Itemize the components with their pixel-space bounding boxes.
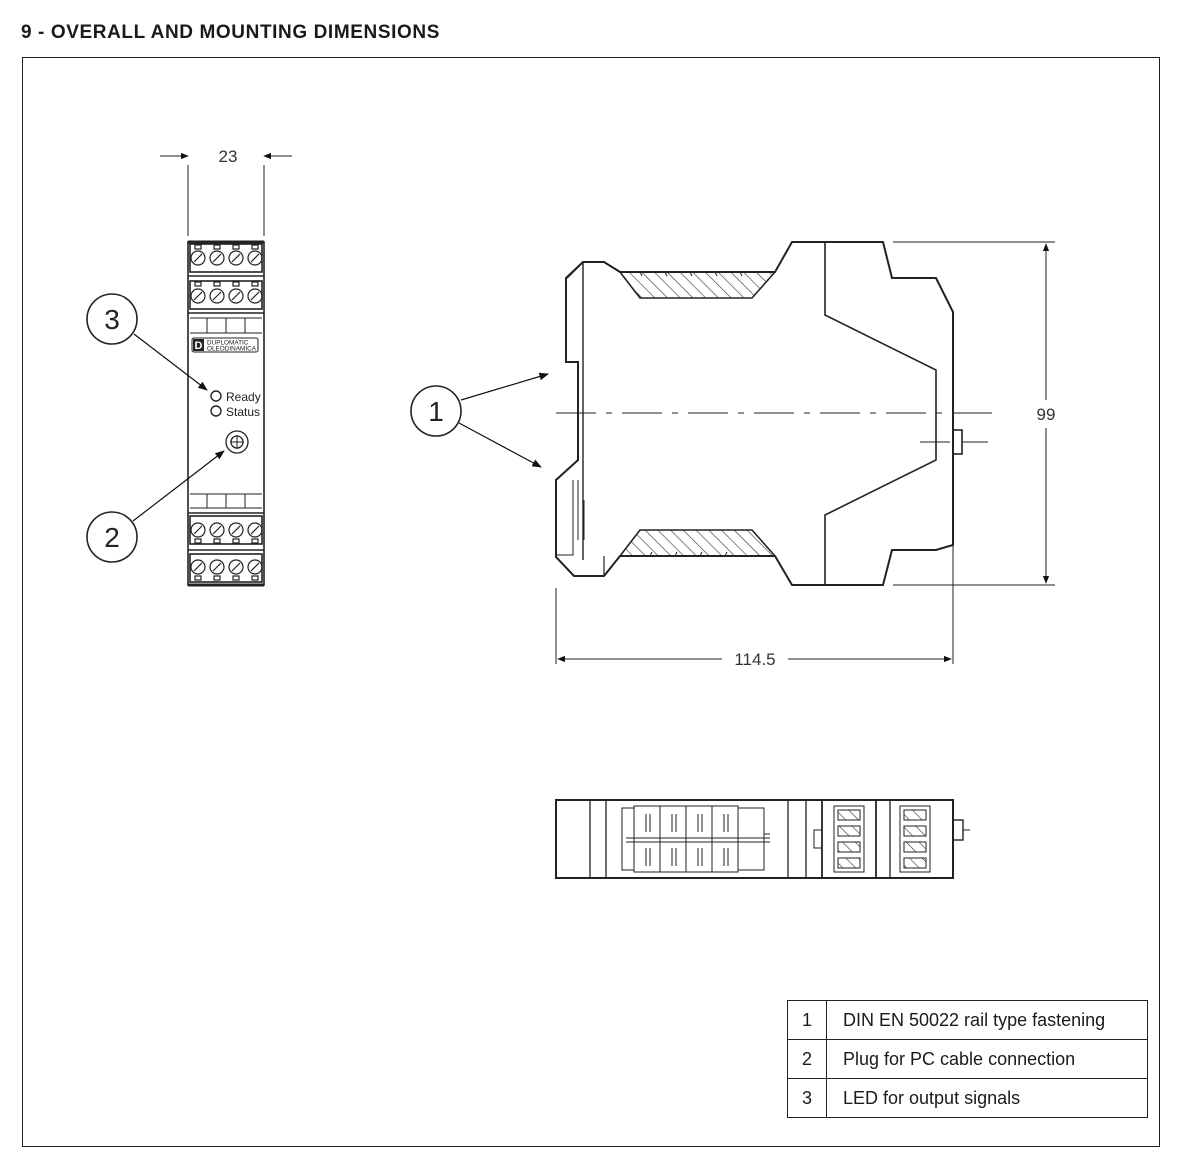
callout-2: 2 <box>86 450 225 563</box>
height-dimension <box>893 241 1055 586</box>
callout-3-number: 3 <box>104 304 120 335</box>
top-view <box>555 799 970 879</box>
front-view: 23 <box>160 147 292 587</box>
callout-1-number: 1 <box>428 396 444 427</box>
ready-label: Ready <box>226 390 261 404</box>
top-plug-icon <box>952 819 964 841</box>
vent-bottom <box>620 530 775 556</box>
brand-line-1: DUPLOMATIC <box>207 340 249 347</box>
width-label: 23 <box>219 147 238 166</box>
screw-terminal-stack-2 <box>899 805 931 873</box>
width-dimension <box>160 152 292 236</box>
logo-letter: D <box>195 340 203 352</box>
depth-label: 114.5 <box>734 650 775 669</box>
comb-terminals <box>621 805 770 873</box>
ready-led-icon <box>210 390 222 402</box>
brand-line-2: OLEODINAMICA <box>207 346 257 353</box>
top-body-outline <box>555 799 954 879</box>
callout-1: 1 <box>410 372 549 468</box>
legend-description: Plug for PC cable connection <box>826 1039 1148 1079</box>
screw-row-top-1 <box>190 244 263 266</box>
callout-3: 3 <box>86 293 208 391</box>
vent-top <box>620 272 775 298</box>
screw-row-bottom-2 <box>190 559 263 581</box>
status-label: Status <box>226 405 260 419</box>
duplomatic-logo: D DUPLOMATIC OLEODINAMICA <box>191 337 259 353</box>
drawing-frame <box>22 57 1160 1147</box>
legend-description: LED for output signals <box>826 1078 1148 1118</box>
legend-number: 2 <box>787 1039 827 1079</box>
pc-plug-icon <box>225 430 249 454</box>
legend-number: 3 <box>787 1078 827 1118</box>
callout-2-number: 2 <box>104 522 120 553</box>
legend-number: 1 <box>787 1000 827 1040</box>
screw-row-bottom-1 <box>190 522 263 544</box>
side-plug-icon <box>952 429 963 455</box>
screw-row-top-2 <box>190 281 263 304</box>
side-view <box>555 241 1000 586</box>
screw-terminal-stack-1 <box>833 805 865 873</box>
section-title: 9 - OVERALL AND MOUNTING DIMENSIONS <box>21 22 440 43</box>
height-label: 99 <box>1037 405 1056 424</box>
status-led-icon <box>210 405 222 417</box>
depth-dimension <box>555 540 954 664</box>
legend-description: DIN EN 50022 rail type fastening <box>826 1000 1148 1040</box>
side-body-outline <box>555 241 954 586</box>
